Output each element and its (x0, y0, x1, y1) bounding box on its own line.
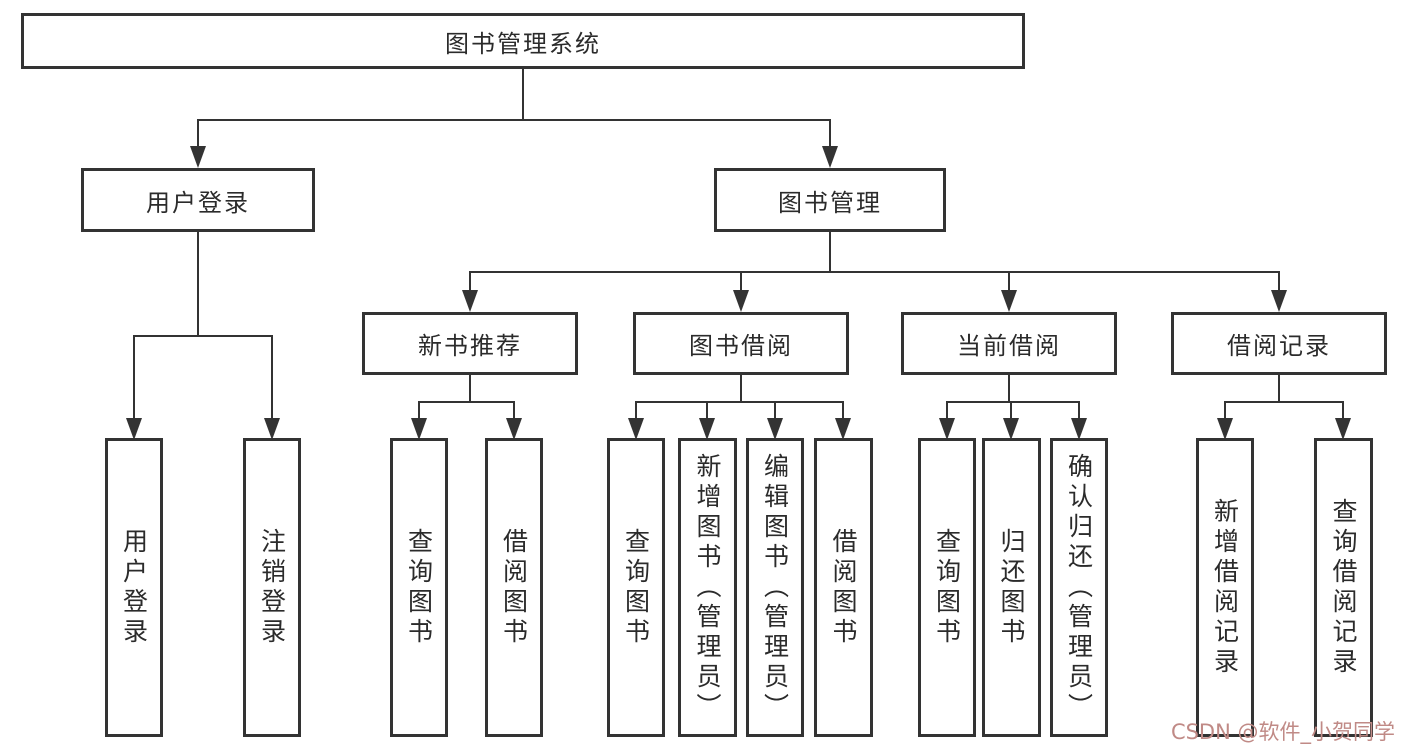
connector-line (842, 401, 844, 420)
connector-line (469, 375, 471, 403)
leaf-query-books: 查询图书 (390, 438, 448, 737)
leaf-user-login: 用户登录 (105, 438, 163, 737)
arrow-down-icon (767, 418, 783, 440)
arrow-down-icon (411, 418, 427, 440)
leaf-confirm-return-admin: 确认归还（管理员） (1050, 438, 1108, 737)
node-label: 图书管理系统 (445, 29, 601, 58)
leaf-logout: 注销登录 (243, 438, 301, 737)
connector-line (1224, 401, 1226, 420)
node-label: 借阅图书 (829, 527, 858, 648)
arrow-down-icon (1217, 418, 1233, 440)
node-borrow-records: 借阅记录 (1171, 312, 1387, 375)
arrow-down-icon (126, 418, 142, 440)
node-label: 查询图书 (404, 527, 434, 648)
connector-line (513, 401, 515, 420)
connector-line (740, 375, 742, 403)
node-label: 查询图书 (621, 527, 651, 648)
connector-line (271, 335, 273, 420)
connector-line (1010, 401, 1012, 420)
node-book-management: 图书管理 (714, 168, 946, 232)
connector-line (1008, 375, 1010, 403)
connector-line (469, 271, 471, 294)
connector-line (635, 401, 637, 420)
node-label: 用户登录 (119, 527, 149, 648)
connector-line (197, 232, 199, 337)
connector-line (469, 271, 1280, 273)
connector-line (1078, 401, 1080, 420)
node-label: 归还图书 (997, 527, 1026, 648)
arrow-down-icon (822, 146, 838, 168)
node-label: 查询借阅记录 (1329, 497, 1358, 678)
node-user-login: 用户登录 (81, 168, 315, 232)
arrow-down-icon (462, 290, 478, 312)
connector-line (133, 335, 273, 337)
node-book-borrow: 图书借阅 (633, 312, 849, 375)
connector-line (1342, 401, 1344, 420)
arrow-down-icon (506, 418, 522, 440)
arrow-down-icon (733, 290, 749, 312)
connector-line (1278, 271, 1280, 294)
node-new-book-recommend: 新书推荐 (362, 312, 578, 375)
node-label: 图书管理 (778, 188, 882, 217)
connector-line (946, 401, 948, 420)
arrow-down-icon (1271, 290, 1287, 312)
connector-line (774, 401, 776, 420)
arrow-down-icon (1335, 418, 1351, 440)
node-label: 查询图书 (932, 527, 962, 648)
connector-line (1278, 375, 1280, 403)
leaf-query-books: 查询图书 (607, 438, 665, 737)
leaf-borrow-books: 借阅图书 (814, 438, 873, 737)
arrow-down-icon (190, 146, 206, 168)
arrow-down-icon (835, 418, 851, 440)
arrow-down-icon (264, 418, 280, 440)
leaf-return-book: 归还图书 (982, 438, 1041, 737)
connector-line (829, 119, 831, 150)
connector-line (522, 69, 524, 121)
arrow-down-icon (1071, 418, 1087, 440)
connector-line (635, 401, 844, 403)
node-label: 确认归还（管理员） (1064, 452, 1094, 723)
connector-line (418, 401, 515, 403)
leaf-edit-book-admin: 编辑图书（管理员） (746, 438, 804, 737)
csdn-watermark: CSDN @软件_小贺同学 (1170, 720, 1395, 744)
arrow-down-icon (1001, 290, 1017, 312)
node-label: 用户登录 (146, 188, 250, 217)
leaf-query-borrow-record: 查询借阅记录 (1314, 438, 1373, 737)
node-library-management-system: 图书管理系统 (21, 13, 1025, 69)
arrow-down-icon (939, 418, 955, 440)
connector-line (706, 401, 708, 420)
node-label: 注销登录 (257, 527, 287, 648)
connector-line (418, 401, 420, 420)
connector-line (1224, 401, 1344, 403)
node-label: 借阅记录 (1227, 332, 1331, 360)
node-label: 新增借阅记录 (1210, 497, 1240, 678)
connector-line (133, 335, 135, 420)
connector-line (946, 401, 1080, 403)
node-label: 图书借阅 (689, 332, 793, 360)
node-label: 新书推荐 (418, 332, 522, 360)
connector-line (197, 119, 199, 150)
node-label: 当前借阅 (957, 332, 1061, 360)
connector-line (740, 271, 742, 294)
leaf-add-book-admin: 新增图书（管理员） (678, 438, 737, 737)
leaf-query-books: 查询图书 (918, 438, 976, 737)
arrow-down-icon (699, 418, 715, 440)
connector-line (197, 119, 831, 121)
node-label: 编辑图书（管理员） (760, 452, 790, 723)
connector-line (829, 232, 831, 273)
leaf-borrow-books: 借阅图书 (485, 438, 543, 737)
arrow-down-icon (1003, 418, 1019, 440)
arrow-down-icon (628, 418, 644, 440)
node-current-borrow: 当前借阅 (901, 312, 1117, 375)
connector-line (1008, 271, 1010, 294)
node-label: 新增图书（管理员） (693, 452, 722, 723)
node-label: 借阅图书 (499, 527, 529, 648)
leaf-add-borrow-record: 新增借阅记录 (1196, 438, 1254, 737)
